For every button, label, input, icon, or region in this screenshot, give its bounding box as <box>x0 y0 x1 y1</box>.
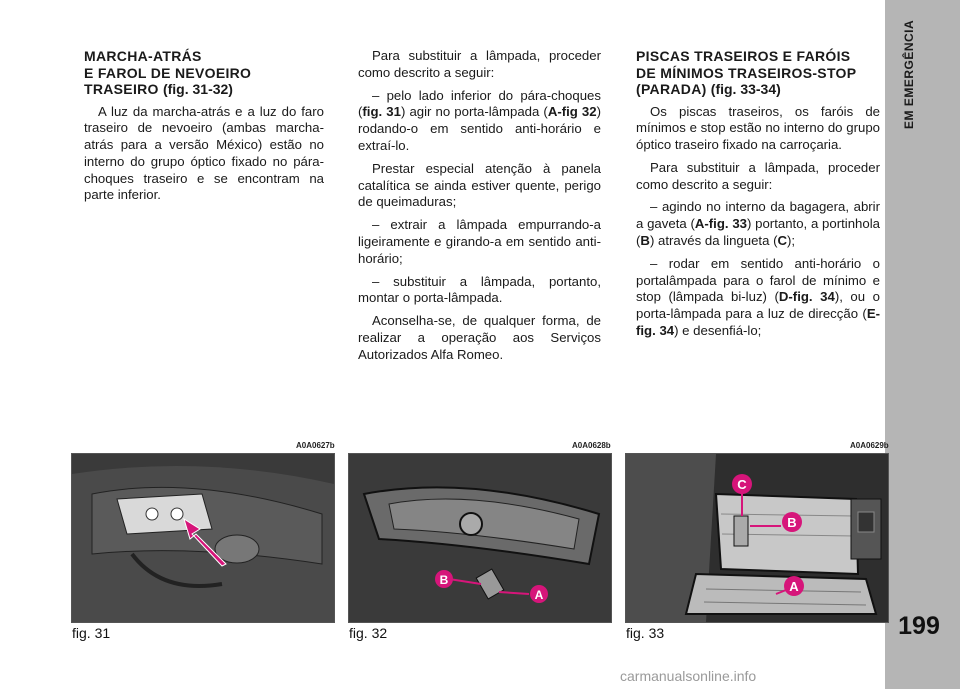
fig-ref: fig. 31 <box>362 104 401 120</box>
fig-ref: D-fig. 34 <box>778 289 835 305</box>
section-title: EM EMERGÊNCIA <box>902 20 916 130</box>
figure-caption: fig. 31 <box>72 625 111 641</box>
text: – rodar em sentido anti-horário o portal… <box>636 255 880 305</box>
text: ) através da lingueta ( <box>649 233 778 249</box>
bumper-illustration <box>72 454 334 622</box>
heading-reverse-fog: MARCHA-ATRÁS E FAROL DE NEVOEIRO TRASEIR… <box>84 48 324 98</box>
text: ), ou o porta-lâmpada para a luz de dire… <box>636 289 880 322</box>
watermark: carmanualsonline.info <box>620 668 757 684</box>
lamp-holder-illustration: B A <box>349 454 611 622</box>
figure-32: B A <box>348 453 612 623</box>
text: ) agir no porta-lâmpada ( <box>400 104 548 120</box>
trunk-compartment-illustration: C B A <box>626 454 888 622</box>
figure-code: A0A0627b <box>296 441 335 450</box>
heading-line-1: MARCHA-ATRÁS <box>84 48 202 64</box>
column-1: MARCHA-ATRÁS E FAROL DE NEVOEIRO TRASEIR… <box>84 48 324 210</box>
figure-code: A0A0629b <box>850 441 889 450</box>
paragraph: – substituir a lâmpada, portanto, montar… <box>358 273 601 306</box>
paragraph: Prestar especial atenção à panela catalí… <box>358 160 601 210</box>
heading-fig-ref: (fig. 31-32) <box>162 81 233 97</box>
column-2: Para substituir a lâmpada, proceder como… <box>358 48 601 370</box>
text: ); <box>787 233 796 249</box>
figure-caption: fig. 33 <box>626 625 665 641</box>
text: ) e desenfiá-lo; <box>674 323 762 339</box>
figure-33: C B A <box>625 453 889 623</box>
label-b: B <box>787 515 796 530</box>
figure-31 <box>71 453 335 623</box>
fig-ref: B <box>640 233 650 249</box>
label-a: A <box>789 579 799 594</box>
heading-line-2: E FAROL DE NEVOEIRO <box>84 64 252 81</box>
paragraph: – rodar em sentido anti-horário o portal… <box>636 256 880 340</box>
heading-line-2: DE MÍNIMOS TRASEIROS-STOP <box>636 64 857 81</box>
text: ) portanto, a portinhola ( <box>636 216 880 249</box>
page-number: 199 <box>898 612 940 640</box>
heading-rear-lights: PISCAS TRASEIROS E FARÓIS DE MÍNIMOS TRA… <box>636 48 880 98</box>
paragraph: – agindo no interno da bagagera, abrir a… <box>636 199 880 249</box>
heading-line-3: (PARADA) <box>636 81 707 97</box>
label-b: B <box>440 573 449 587</box>
paragraph: – extrair a lâmpada empurrando-a ligeira… <box>358 217 601 266</box>
figure-caption: fig. 32 <box>349 625 388 641</box>
label-a: A <box>535 588 544 602</box>
fig-ref: A-fig 32 <box>547 104 597 120</box>
figure-code: A0A0628b <box>572 441 611 450</box>
paragraph: Aconselha-se, de qualquer forma, de real… <box>358 313 601 362</box>
heading-line-1: PISCAS TRASEIROS E FARÓIS <box>636 48 851 64</box>
fig-ref: A-fig. 33 <box>694 216 747 232</box>
column-3: PISCAS TRASEIROS E FARÓIS DE MÍNIMOS TRA… <box>636 48 880 346</box>
text: ) rodando-o em sentido anti-horário e ex… <box>358 104 602 153</box>
paragraph: Para substituir a lâmpada, proceder como… <box>636 159 880 192</box>
text: – agindo no interno da bagagera, abrir a… <box>636 199 880 232</box>
paragraph: Os piscas traseiros, os faróis de mínimo… <box>636 103 880 153</box>
heading-fig-ref: (fig. 33-34) <box>710 81 781 97</box>
paragraph: A luz da marcha-atrás e a luz do faro tr… <box>84 103 324 203</box>
fig-ref: E-fig. 34 <box>636 306 880 339</box>
fig-ref: C <box>777 233 788 249</box>
paragraph: Para substituir a lâmpada, proceder como… <box>358 48 601 80</box>
heading-line-3: TRASEIRO <box>84 81 159 97</box>
label-c: C <box>737 477 747 492</box>
text: – pelo lado inferior do pára-choques ( <box>358 87 601 120</box>
paragraph: – pelo lado inferior do pára-choques (fi… <box>358 88 601 155</box>
section-sidebar <box>885 0 960 689</box>
